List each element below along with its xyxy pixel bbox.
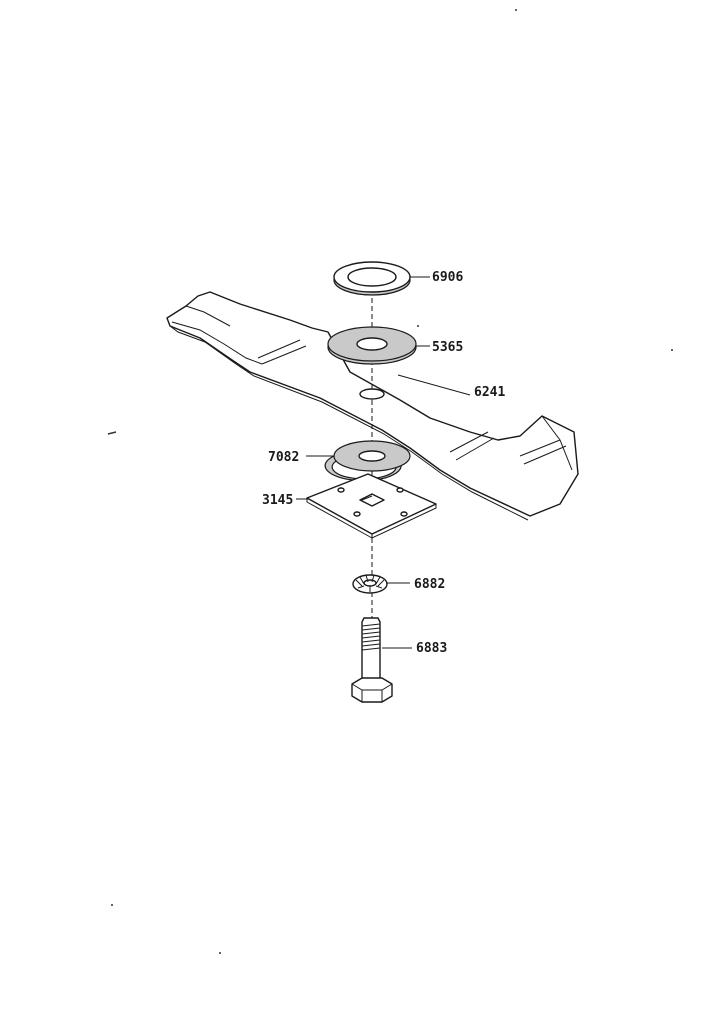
washer-5365 (327, 326, 417, 365)
bolt-6883 (351, 617, 393, 703)
label-7082: 7082 (268, 450, 299, 465)
plate-3145 (306, 473, 437, 539)
leader-lines (296, 276, 471, 649)
label-6882: 6882 (414, 577, 445, 592)
label-6241: 6241 (474, 385, 505, 400)
label-6906: 6906 (432, 270, 463, 285)
scan-specks (107, 9, 673, 954)
washer-6906 (333, 261, 411, 296)
lock-washer-6882 (352, 574, 388, 594)
label-5365: 5365 (432, 340, 463, 355)
label-6883: 6883 (416, 641, 447, 656)
washer-7082 (324, 440, 411, 482)
blade-hole (359, 388, 385, 400)
label-3145: 3145 (262, 493, 293, 508)
